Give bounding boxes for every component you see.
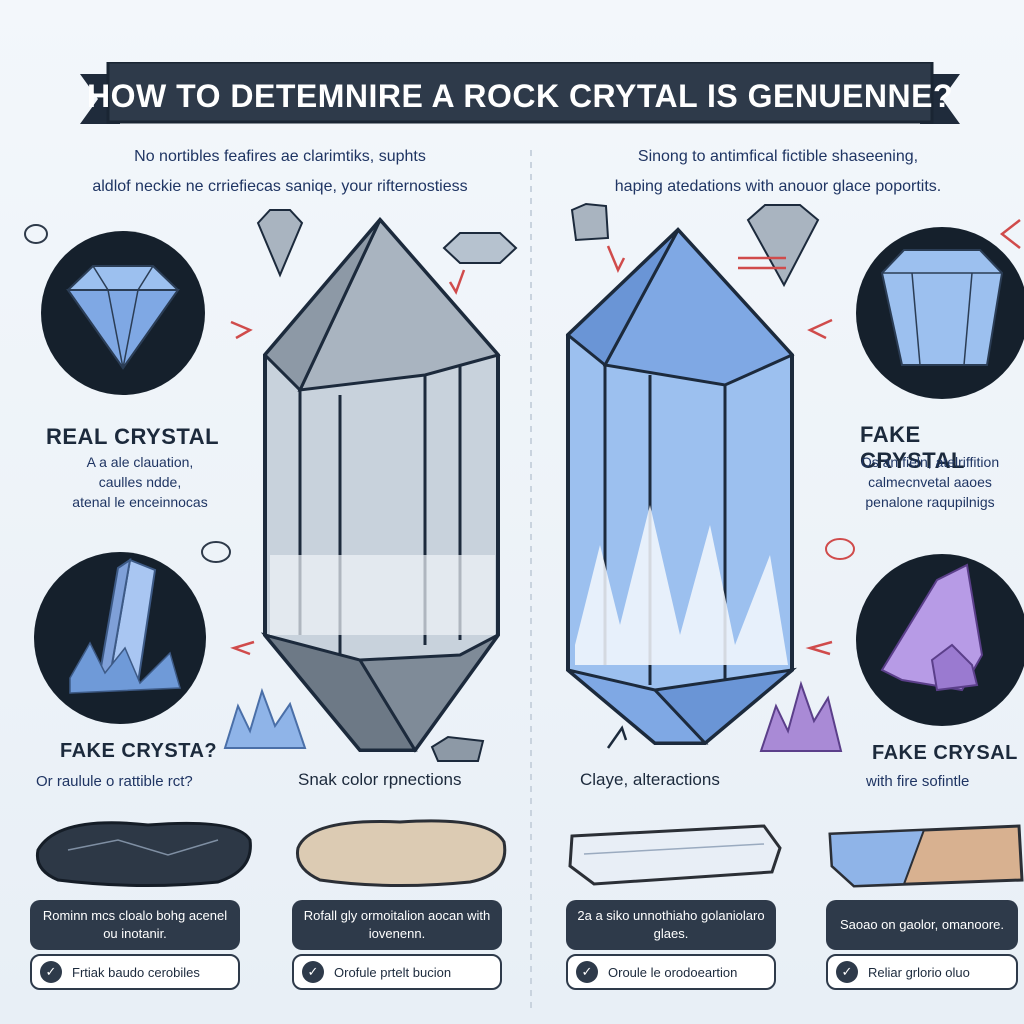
- flat-gem: [442, 232, 518, 264]
- check-label-2: Orofule prtelt bucion: [334, 964, 452, 980]
- glass-note: Claye, alteractions: [580, 770, 720, 789]
- fake-crystal-2-heading: FAKE CRYSAL: [872, 742, 1018, 764]
- fake-sub-line-2: calmecnvetal aaoes: [868, 474, 992, 490]
- checkmark-icon: ✓: [836, 961, 858, 983]
- sandstone-rock: [295, 819, 507, 888]
- rock-caption-3: 2a a siko unnothiaho golaniolaro glaes.: [566, 900, 776, 950]
- fake-sub-line-3: penalone raqupilnigs: [865, 494, 995, 510]
- check-item-3: ✓ Oroule le orodoeartion: [566, 954, 776, 990]
- arrow-icon: [738, 256, 786, 270]
- check-label-1: Frtiak baudo cerobiles: [72, 964, 200, 980]
- check-label-3: Oroule le orodoeartion: [608, 964, 738, 980]
- center-divider: [530, 150, 532, 1010]
- fake-crystal-heading-right: FAKE CRYSTAL: [860, 422, 965, 473]
- small-shard: [430, 735, 485, 762]
- real-crystal-heading: REAL CRYSTAL: [46, 424, 220, 449]
- right-small-gem: [746, 204, 820, 288]
- fake-gem-circle: [856, 227, 1024, 399]
- page-title: HOW TO DETEMNIRE A ROCK CRYTAL IS GENUEN…: [87, 78, 953, 114]
- left-intro-line-2: aldlof neckie ne crriefiecas saniqe, you…: [92, 178, 468, 195]
- mixed-stone: [828, 824, 1024, 888]
- right-intro: Sinong to antimfical fictible shaseening…: [548, 142, 1008, 202]
- checkmark-icon: ✓: [576, 961, 598, 983]
- purple-crystal-circle: [856, 554, 1024, 726]
- rock-caption-4: Saoao on gaolor, omanoore.: [826, 900, 1018, 950]
- fake-crystal-sub-right: Os an fieln, atelriffition calmecnvetal …: [836, 452, 1024, 512]
- title-banner: HOW TO DETEMNIRE A ROCK CRYTAL IS GENUEN…: [80, 62, 960, 132]
- arrow-icon: [230, 320, 253, 340]
- checkmark-icon: ✓: [302, 961, 324, 983]
- small-cube: [570, 202, 610, 242]
- small-purple-cluster: [759, 680, 843, 752]
- arrow-icon: [805, 640, 833, 656]
- fake-sub-line-1: Os an fieln, atelriffition: [860, 454, 1000, 470]
- left-intro: No nortibles feafires ae clarimtiks, sup…: [40, 142, 520, 202]
- check-label-4: Reliar grlorio oluo: [868, 964, 970, 980]
- ribbon-shape: [80, 62, 960, 124]
- small-blue-cluster: [223, 687, 307, 749]
- real-sub-line-2: caulles ndde,: [98, 474, 182, 490]
- fake-crystal-illustration: [565, 227, 798, 746]
- check-item-4: ✓ Reliar grlorio oluo: [826, 954, 1018, 990]
- real-sub-line-1: A a ale clauation,: [86, 454, 194, 470]
- arrow-icon: [807, 318, 833, 340]
- color-note: Snak color rpnections: [298, 770, 462, 789]
- rock-caption-2: Rofall gly ormoitalion aocan with iovene…: [292, 900, 502, 950]
- cluster-circle: [34, 552, 206, 724]
- fake-crystal-heading-left: FAKE CRYSTA?: [60, 740, 218, 762]
- fake-crystal-2-sub: with fire sofintle: [866, 773, 970, 790]
- check-item-1: ✓ Frtiak baudo cerobiles: [30, 954, 240, 990]
- leaf-icon-2: [201, 541, 231, 563]
- small-gem: [256, 209, 304, 278]
- real-crystal-illustration: [260, 216, 501, 753]
- leaf-icon: [24, 224, 48, 244]
- leaf-icon-3: [825, 538, 855, 560]
- arrow-icon: [999, 219, 1021, 249]
- glass-slab: [568, 824, 782, 886]
- checkmark-icon: ✓: [40, 961, 62, 983]
- fake-crystal-sub-left: Or raulule o rattible rct?: [36, 773, 193, 790]
- real-sub-line-3: atenal le enceinnocas: [72, 494, 208, 510]
- right-intro-line-1: Sinong to antimfical fictible shaseening…: [637, 148, 919, 165]
- real-gem-circle: [41, 231, 205, 395]
- arrow-icon: [606, 245, 626, 274]
- left-intro-line-1: No nortibles feafires ae clarimtiks, sup…: [134, 148, 426, 165]
- arrow-icon: [448, 269, 466, 295]
- arrow-icon: [606, 725, 628, 749]
- right-intro-line-2: haping atedations with anouor glace popo…: [614, 178, 942, 195]
- dark-rock: [35, 821, 252, 888]
- real-crystal-sub: A a ale clauation, caulles ndde, atenal …: [40, 452, 240, 512]
- rock-caption-1: Rominn mcs cloalo bohg acenel ou inotani…: [30, 900, 240, 950]
- check-item-2: ✓ Orofule prtelt bucion: [292, 954, 502, 990]
- arrow-icon: [230, 640, 255, 656]
